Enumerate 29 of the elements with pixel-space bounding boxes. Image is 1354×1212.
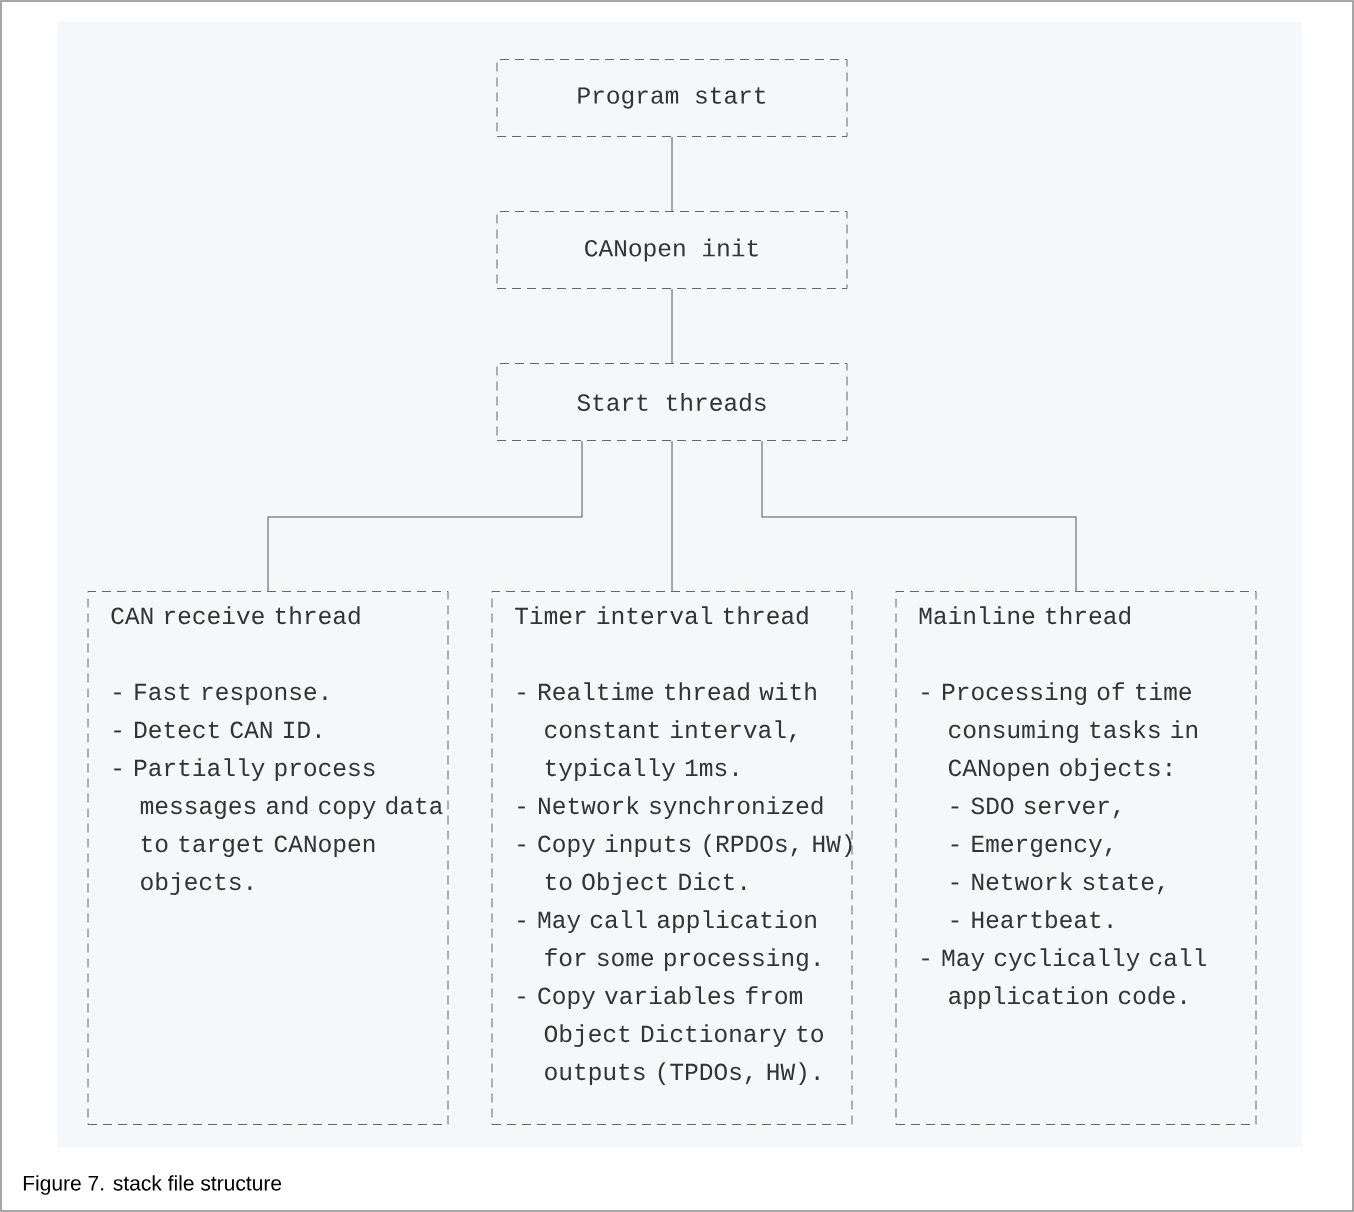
list-item: - Realtime thread with constant interval, typically 1ms.	[518, 682, 816, 782]
box-heading: Timer interval thread	[515, 606, 808, 625]
connector-line	[671, 136, 673, 212]
list-item: - Processing of time consuming tasks in CANopen objects:	[922, 682, 1197, 782]
process-box: CANopen init	[496, 211, 848, 289]
connector-line	[671, 440, 673, 592]
connector-line	[671, 288, 673, 364]
connector-line	[267, 440, 583, 592]
thread-box	[895, 591, 1257, 1125]
list-item: - Copy variables from Object Dictionary to outputs (TPDOs, HW).	[518, 986, 823, 1086]
process-box: Start threads	[496, 363, 848, 441]
box-heading: CAN receive thread	[111, 606, 360, 625]
list-item: - Partially process messages and copy data to target CANopen objects.	[114, 758, 443, 896]
list-item: - Heartbeat.	[951, 910, 1112, 929]
thread-box	[491, 591, 853, 1125]
connector-line	[761, 440, 1077, 592]
list-item: - May cyclically call application code.	[922, 948, 1206, 1010]
figure-caption: Figure 7. stack file structure	[23, 1175, 282, 1195]
list-item: - May call application for some processing.	[518, 910, 819, 972]
list-item: - Network synchronized	[518, 796, 823, 820]
list-item: - Detect CAN ID.	[114, 721, 320, 739]
list-item: - Fast response.	[114, 683, 327, 706]
process-box: Program start	[496, 59, 848, 137]
list-item: - Emergency,	[951, 835, 1112, 858]
list-item: - SDO server,	[951, 797, 1120, 819]
list-item: - Copy inputs (RPDOs, HW) to Object Dict.	[518, 834, 852, 896]
box-heading: Mainline thread	[919, 606, 1130, 625]
thread-box	[87, 591, 449, 1125]
list-item: - Network state,	[951, 872, 1164, 895]
